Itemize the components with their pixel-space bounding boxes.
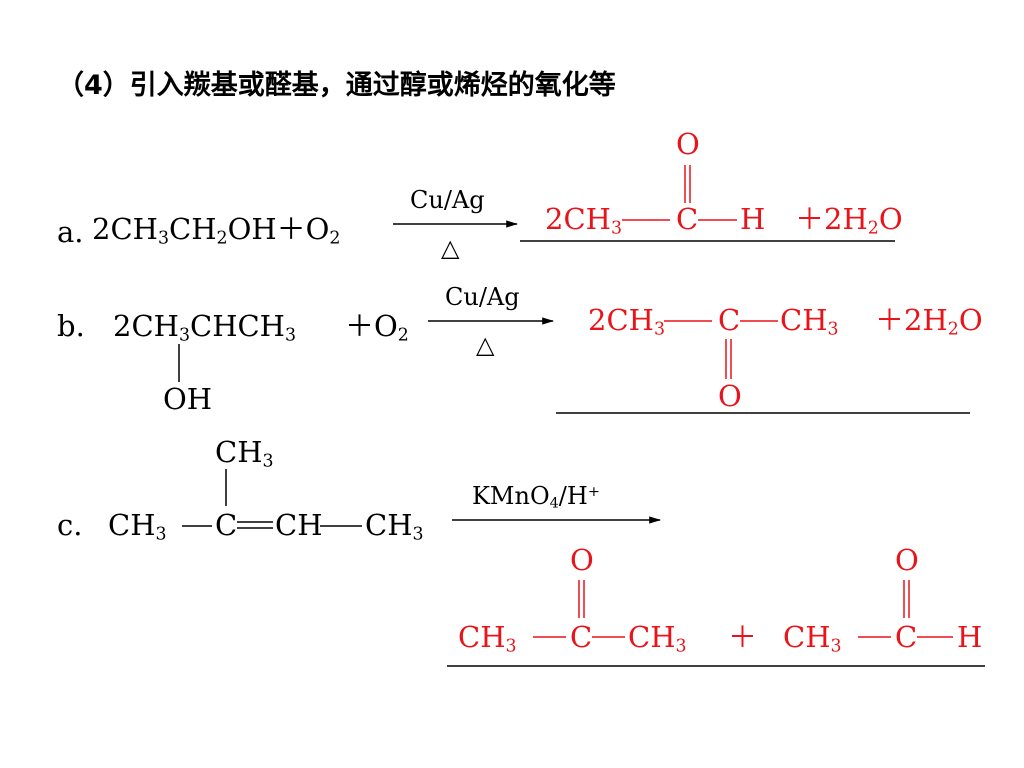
reaction-a-reactants: 2CH3CH2OH＋O2 [92, 212, 341, 249]
reaction-a-product-methyl: 2CH3 [545, 202, 623, 239]
reaction-a-label: a. [57, 215, 84, 249]
reaction-c-product1-oxygen: O [570, 543, 594, 577]
reaction-b-product-methyl: 2CH3 [588, 303, 666, 340]
reaction-c-right-methyl: CH3 [365, 508, 424, 545]
reaction-a-product-carbon: C [676, 202, 699, 236]
reaction-c-left-methyl: CH3 [108, 508, 167, 545]
reaction-c-carbon: C [215, 508, 238, 542]
reaction-a-product-hydrogen: H [740, 202, 766, 236]
reaction-a-catalyst: Cu/Ag [410, 186, 485, 214]
reaction-b-heat-icon: △ [476, 331, 495, 359]
reaction-b-oxygen: ＋O2 [345, 309, 409, 346]
reaction-c-plus: ＋ [728, 620, 758, 654]
reaction-c-product1-left-methyl: CH3 [458, 620, 517, 657]
section-title: （4）引入羰基或醛基，通过醇或烯烃的氧化等 [57, 70, 616, 101]
reaction-a-heat-icon: △ [441, 234, 460, 262]
reaction-a-product-oxygen: O [676, 127, 700, 161]
reaction-c-product2-methyl: CH3 [783, 620, 842, 657]
reaction-c-label: c. [57, 508, 83, 542]
reaction-b-product-oxygen: O [718, 379, 742, 413]
reaction-c-top-methyl: CH3 [215, 435, 274, 472]
reaction-b-product-methyl-right: CH3 [780, 303, 839, 340]
reaction-c-product2-carbon: C [895, 620, 918, 654]
reaction-b-reactant: 2CH3CHCH3 [113, 309, 297, 346]
reaction-c-product1-right-methyl: CH3 [628, 620, 687, 657]
reaction-b-label: b. [57, 309, 85, 343]
reaction-a-water: ＋2H2O [795, 202, 903, 239]
reaction-b-hydroxyl: OH [163, 382, 213, 416]
reaction-c-reagent: KMnO4/H+ [472, 482, 600, 512]
reaction-c-product1-carbon: C [570, 620, 593, 654]
reaction-b-product-carbon: C [718, 303, 741, 337]
reaction-c-product2-oxygen: O [895, 543, 919, 577]
reaction-c-product2-hydrogen: H [957, 620, 983, 654]
reaction-b-catalyst: Cu/Ag [445, 283, 520, 311]
reaction-c-methine: CH [275, 508, 323, 542]
reaction-b-water: ＋2H2O [875, 303, 983, 340]
